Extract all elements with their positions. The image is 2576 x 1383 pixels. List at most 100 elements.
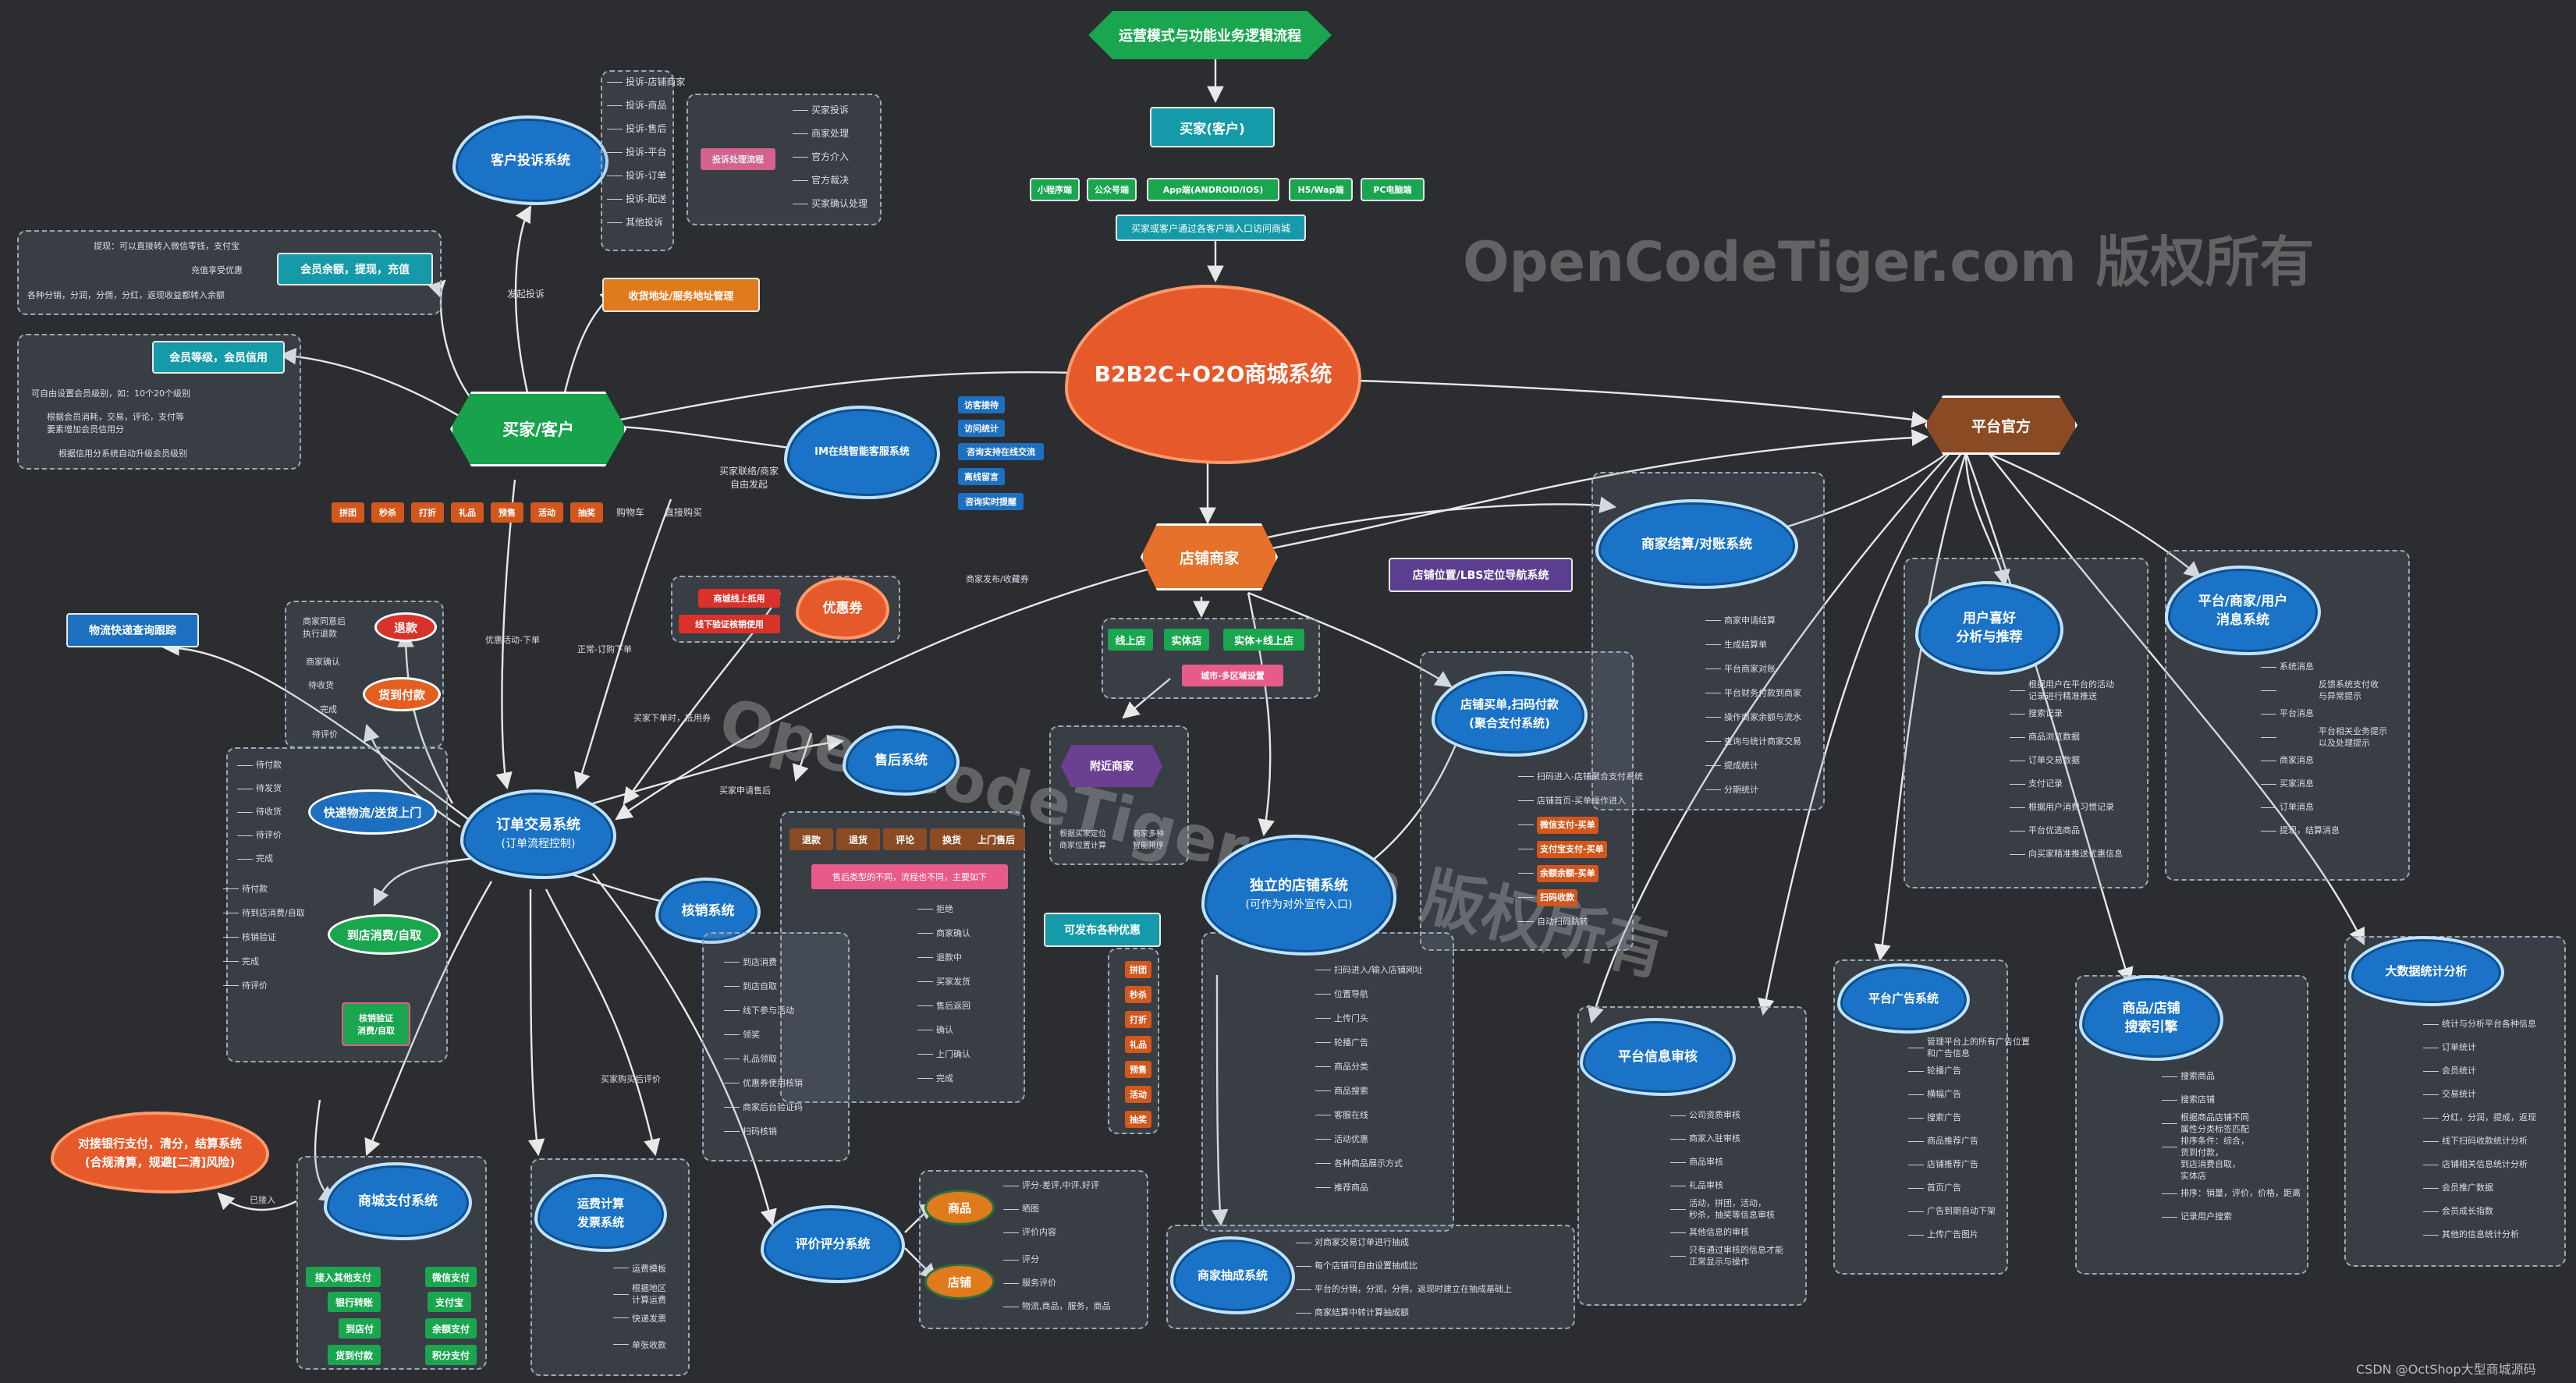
promo-4[interactable]: 预售 (1125, 1061, 1151, 1078)
pay-method-3[interactable]: 支付宝 (428, 1292, 471, 1312)
pay-method-2[interactable]: 银行转账 (328, 1292, 381, 1312)
rating-goods-node[interactable]: 商品 (924, 1190, 995, 1225)
ads-node[interactable]: 平台广告系统 (1837, 963, 1970, 1034)
buyer-feat-4[interactable]: 预售 (491, 502, 523, 523)
pay-node[interactable]: 商城支付系统 (324, 1162, 472, 1240)
complaint-node[interactable]: 客户投诉系统 (452, 115, 609, 205)
order-node[interactable]: 订单交易系统 (订单流程控制) (460, 789, 616, 879)
aftersale-tab-1[interactable]: 退货 (836, 828, 880, 850)
settlement-node[interactable]: 商家结算/对账系统 (1595, 499, 1798, 589)
refund-item-1: 商家确认 (306, 655, 340, 668)
buyer-feat-3[interactable]: 礼品 (451, 502, 484, 523)
buyer-feat-0[interactable]: 拼团 (332, 502, 364, 523)
search-node[interactable]: 商品/店铺 搜索引擎 (2079, 975, 2223, 1061)
channel-app[interactable]: App端(ANDROID/IOS) (1147, 178, 1279, 201)
balance-node[interactable]: 会员余额，提现，充值 (277, 253, 433, 285)
scan-item-4-tag[interactable]: 余额余额-买单 (1537, 864, 1598, 882)
im-item-0[interactable]: 访客接待 (958, 396, 1005, 413)
store-city[interactable]: 城市-多区域设置 (1182, 665, 1283, 686)
platform-node[interactable]: 平台官方 (1927, 398, 2075, 452)
msg-node[interactable]: 平台/商家/用户 消息系统 (2165, 566, 2321, 655)
refund-node[interactable]: 退款 (374, 612, 437, 642)
rating-node[interactable]: 评价评分系统 (761, 1205, 905, 1283)
freight-node[interactable]: 运费计算 发票系统 (534, 1174, 667, 1252)
channel-pc[interactable]: PC电脑端 (1361, 178, 1425, 201)
indep-node[interactable]: 独立的店铺系统 (可作为对外宣传入口) (1201, 835, 1396, 956)
buyer-feat-6-label: 抽奖 (578, 508, 595, 518)
channel-h5[interactable]: H5/Wap端 (1289, 178, 1353, 201)
channel-official-account[interactable]: 公众号端 (1087, 178, 1137, 201)
pay-method-5[interactable]: 余额支付 (425, 1318, 477, 1339)
promo-0[interactable]: 拼团 (1125, 961, 1151, 978)
coupon-item-1[interactable]: 线下验证核销使用 (679, 615, 780, 633)
im-item-3[interactable]: 离线留言 (958, 468, 1005, 485)
pref-node[interactable]: 用户喜好 分析与推荐 (1915, 581, 2063, 675)
im-item-4[interactable]: 咨询实时提醒 (958, 493, 1024, 510)
settlement-item-3: 平台财务付款到商家 (1705, 681, 1801, 705)
buyer-feat-5[interactable]: 活动 (530, 502, 563, 523)
store-type-2[interactable]: 实体+线上店 (1223, 629, 1304, 651)
promos-node[interactable]: 可发布各种优惠 (1044, 913, 1161, 947)
buyer-feat-1[interactable]: 秒杀 (371, 502, 404, 523)
promo-6[interactable]: 抽奖 (1125, 1111, 1151, 1128)
buyer-feat-6[interactable]: 抽奖 (570, 502, 603, 523)
promo-5[interactable]: 活动 (1125, 1086, 1151, 1103)
pay-method-0[interactable]: 接入其他支付 (306, 1267, 381, 1287)
pickup-verify-node[interactable]: 核销验证 消费/自取 (342, 1002, 410, 1046)
scan-node[interactable]: 店铺买单,扫码付款 (聚合支付系统) (1432, 671, 1588, 757)
aftersale-tab-3[interactable]: 换货 (930, 828, 974, 850)
scan-item-2-tag[interactable]: 微信支付-买单 (1537, 816, 1598, 834)
logistics-label: 物流快递查询跟踪 (89, 625, 176, 637)
settlement-label: 商家结算/对账系统 (1641, 536, 1753, 552)
verify-item-6: 商家后台验证码 (724, 1095, 803, 1119)
complaint-process-node[interactable]: 投诉处理流程 (701, 148, 775, 170)
pay-method-7[interactable]: 积分支付 (425, 1345, 477, 1365)
pickup-item-2: 核销验证 (223, 925, 305, 949)
platform-label: 平台官方 (1971, 417, 2031, 435)
channel-miniprogram[interactable]: 小程序端 (1030, 178, 1080, 201)
pay-method-4[interactable]: 到店付 (339, 1318, 381, 1339)
msg-item-2: 平台消息 (2261, 702, 2387, 725)
location-node[interactable]: 店铺位置/LBS定位导航系统 (1389, 558, 1573, 592)
pickup-node[interactable]: 到店消费/自取 (328, 914, 441, 955)
pay-method-1[interactable]: 微信支付 (425, 1267, 477, 1287)
bank-node[interactable]: 对接银行支付，清分，结算系统 (合规清算，规避[二清]风险) (51, 1112, 269, 1193)
address-node[interactable]: 收货地址/服务地址管理 (602, 278, 760, 312)
center-node[interactable]: B2B2C+O2O商城系统 (1065, 285, 1361, 464)
im-item-2[interactable]: 咨询支持在线交流 (958, 443, 1044, 460)
promo-3[interactable]: 礼品 (1125, 1036, 1151, 1053)
express-node[interactable]: 快递物流/送货上门 (308, 789, 437, 835)
buyer-channel-node[interactable]: 买家(客户) (1150, 107, 1275, 147)
aftersale-tab-4[interactable]: 上门售后 (967, 828, 1025, 850)
promo-2[interactable]: 打折 (1125, 1011, 1151, 1028)
store-type-1[interactable]: 实体店 (1164, 629, 1209, 651)
buyer-node[interactable]: 买家/客户 (452, 394, 624, 464)
logistics-node[interactable]: 物流快递查询跟踪 (66, 613, 199, 647)
aftersale-tab-2[interactable]: 评论 (883, 828, 927, 850)
store-city-label: 城市-多区域设置 (1201, 671, 1265, 681)
store-type-0[interactable]: 线上店 (1108, 629, 1153, 651)
scan-item-5-tag[interactable]: 扫码收款 (1537, 888, 1577, 906)
im-item-1[interactable]: 访问统计 (958, 420, 1005, 437)
buyer-feat-2[interactable]: 打折 (411, 502, 444, 523)
store-node[interactable]: 店铺商家 (1143, 526, 1276, 588)
promo-1[interactable]: 秒杀 (1125, 986, 1151, 1003)
aftersale-item-7: 完成 (917, 1066, 970, 1090)
aftersale-node[interactable]: 售后系统 (843, 725, 960, 796)
draw-node[interactable]: 商家抽成系统 (1170, 1236, 1295, 1314)
nearby-node[interactable]: 附近商家 (1061, 745, 1162, 787)
coupon-item-0[interactable]: 商城线上抵用 (698, 589, 780, 608)
audit-node[interactable]: 平台信息审核 (1580, 1018, 1736, 1096)
rating-shop-node[interactable]: 店铺 (924, 1264, 995, 1300)
rating-goods-list: 评分-差评,中评,好评 晒图 评价内容 (1003, 1174, 1099, 1244)
bigdata-node[interactable]: 大数据统计分析 (2348, 936, 2504, 1006)
pay-method-6[interactable]: 货到付款 (328, 1345, 381, 1365)
aftersale-item-2: 退款中 (917, 945, 970, 970)
coupon-node[interactable]: 优惠券 (796, 577, 889, 640)
arrival-node[interactable]: 货到付款 (363, 677, 441, 711)
pay-method-7-label: 积分支付 (431, 1349, 470, 1361)
aftersale-tab-0[interactable]: 退款 (789, 828, 833, 850)
im-node[interactable]: IM在线智能客服系统 (784, 406, 940, 499)
scan-item-3-tag[interactable]: 支付宝支付-买单 (1537, 840, 1607, 858)
member-node[interactable]: 会员等级，会员信用 (152, 341, 285, 374)
